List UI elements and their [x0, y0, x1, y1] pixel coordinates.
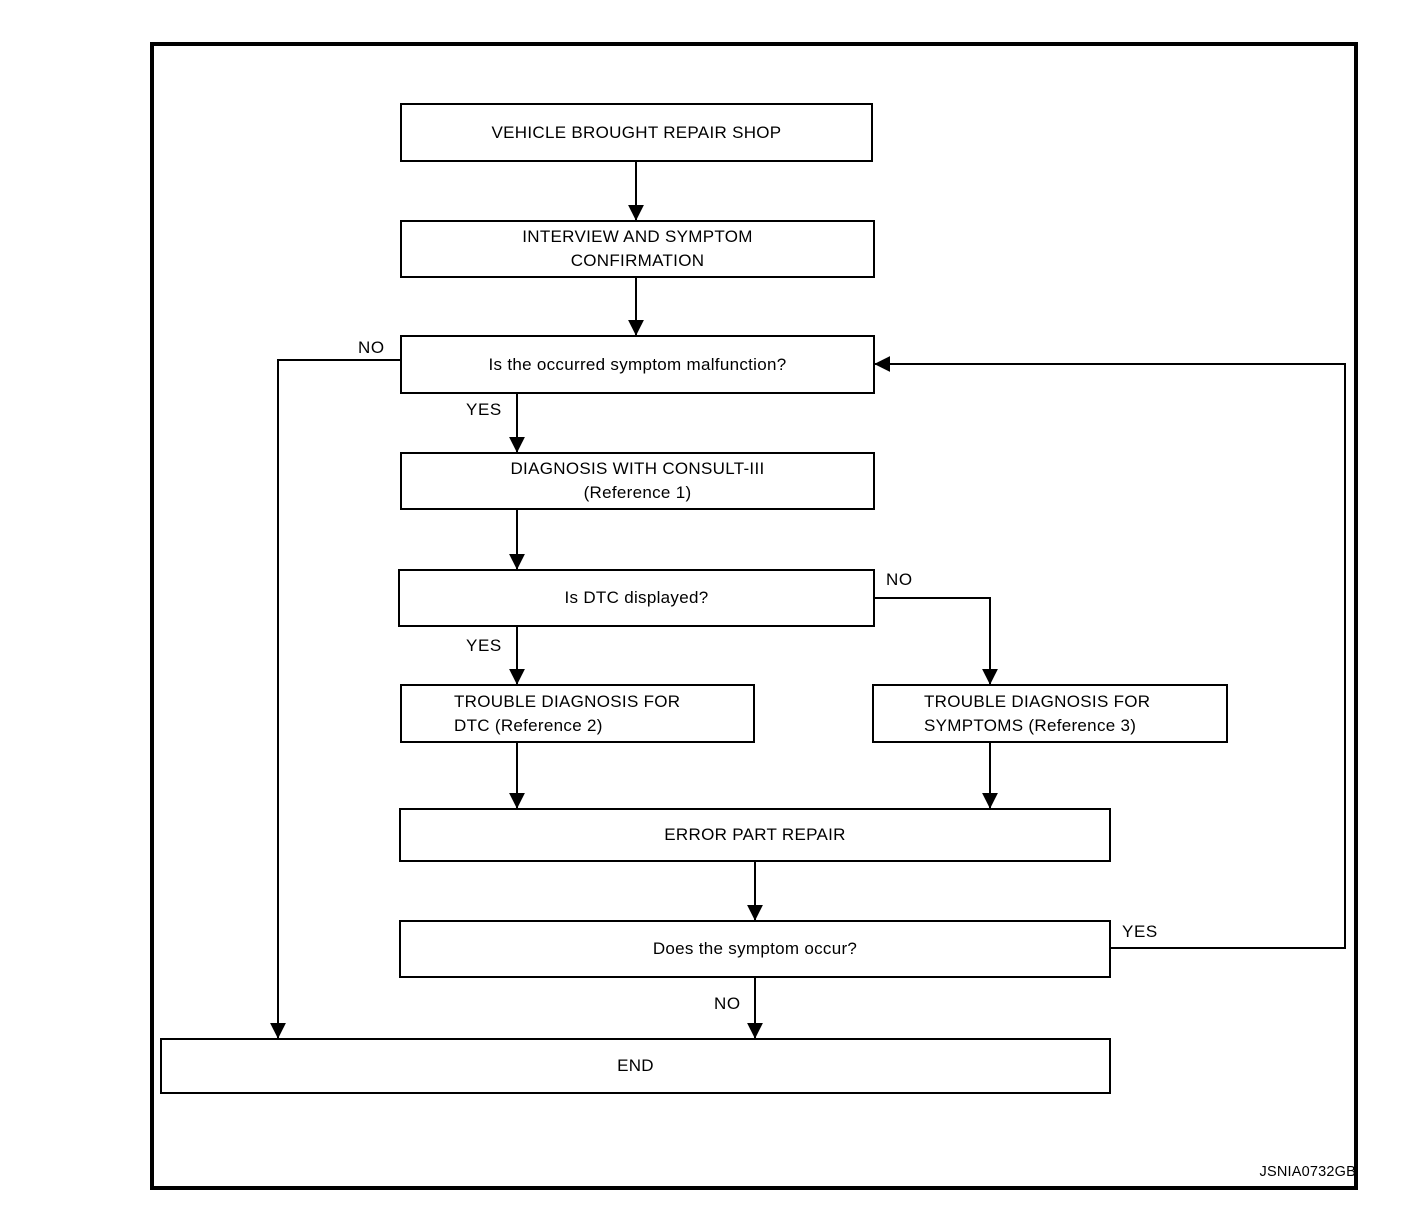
node-trouble-diagnosis-for-symptoms-line: TROUBLE DIAGNOSIS FOR	[924, 691, 1151, 711]
edge-label-occur-no-to-end: NO	[714, 994, 741, 1013]
edge-dtc-no-to-symptoms-diagnosis	[875, 597, 998, 685]
figure-code-label: JSNIA0732GB	[1259, 1164, 1356, 1180]
node-does-the-symptom-occur-line: Does the symptom occur?	[652, 939, 858, 958]
edge-occur-yes-to-malfunction	[874, 356, 1346, 949]
node-trouble-diagnosis-for-symptoms-line: SYMPTOMS (Reference 3)	[924, 715, 1137, 735]
edge-label-malfunction-no-to-end: NO	[358, 338, 385, 357]
edge-label-dtc-no-to-symptoms-diagnosis: NO	[886, 570, 913, 589]
node-diagnosis-with-consult-iii-line: DIAGNOSIS WITH CONSULT-III	[510, 459, 765, 478]
edge-malfunction-no-to-end	[270, 359, 400, 1039]
node-trouble-diagnosis-for-symptoms: TROUBLE DIAGNOSIS FOR SYMPTOMS (Reference…	[872, 684, 1228, 743]
edge-label-malfunction-yes-to-consult: YES	[466, 400, 502, 419]
node-diagnosis-with-consult-iii: DIAGNOSIS WITH CONSULT-III (Reference 1)	[400, 452, 875, 510]
node-interview-symptom-confirmation: INTERVIEW AND SYMPTOM CONFIRMATION	[400, 220, 875, 278]
node-is-dtc-displayed: Is DTC displayed?	[398, 569, 875, 627]
node-interview-symptom-confirmation-line: INTERVIEW AND SYMPTOM	[522, 227, 753, 246]
node-diagnosis-with-consult-iii-line: (Reference 1)	[583, 483, 692, 502]
node-end-line: END	[617, 1056, 654, 1075]
node-is-occurred-symptom-malfunction-line: Is the occurred symptom malfunction?	[488, 354, 787, 374]
node-error-part-repair-line: ERROR PART REPAIR	[664, 825, 846, 844]
node-is-dtc-displayed-line: Is DTC displayed?	[564, 588, 709, 607]
node-is-occurred-symptom-malfunction: Is the occurred symptom malfunction?	[400, 335, 875, 394]
node-vehicle-brought-repair-shop: VEHICLE BROUGHT REPAIR SHOP	[400, 103, 873, 162]
node-trouble-diagnosis-for-dtc-line: TROUBLE DIAGNOSIS FOR	[454, 691, 681, 711]
node-vehicle-brought-repair-shop-line: VEHICLE BROUGHT REPAIR SHOP	[491, 122, 782, 142]
node-does-the-symptom-occur: Does the symptom occur?	[399, 920, 1111, 978]
node-trouble-diagnosis-for-dtc: TROUBLE DIAGNOSIS FOR DTC (Reference 2)	[400, 684, 755, 743]
node-interview-symptom-confirmation-line: CONFIRMATION	[570, 251, 705, 270]
node-trouble-diagnosis-for-dtc-line: DTC (Reference 2)	[454, 715, 603, 735]
node-error-part-repair: ERROR PART REPAIR	[399, 808, 1111, 862]
diagram-border-frame	[150, 42, 1358, 1190]
node-end: END	[160, 1038, 1111, 1094]
edge-label-dtc-yes-to-dtc-diagnosis: YES	[466, 636, 502, 655]
edge-label-occur-yes-to-malfunction: YES	[1122, 922, 1158, 941]
